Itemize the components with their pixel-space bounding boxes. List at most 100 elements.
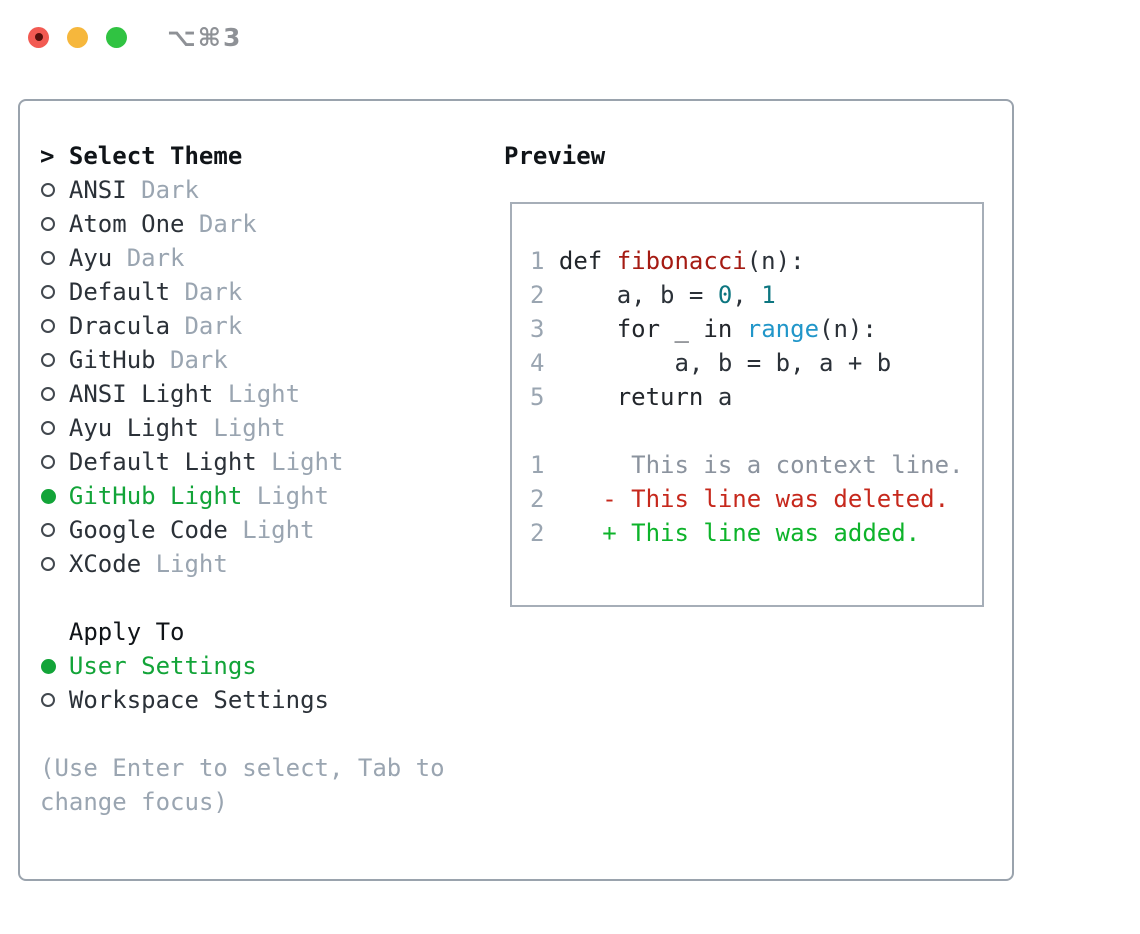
code-line: 2 a, b = 0, 1 (530, 278, 974, 312)
theme-option-label: XCode (68, 550, 142, 578)
token-plain: (n): (746, 247, 805, 275)
apply-to-header-label: Apply To (68, 618, 185, 646)
theme-variant-label: Light (213, 414, 286, 442)
token-number: 1 (761, 281, 776, 309)
close-button[interactable] (28, 26, 49, 48)
theme-option-label: Default Light (68, 448, 257, 476)
code-line: 5 return a (530, 380, 974, 414)
theme-option-label: Ayu Light (68, 414, 199, 442)
theme-option[interactable]: Default Dark (40, 275, 504, 309)
line-number: 4 (530, 349, 545, 377)
window-titlebar: ⌥⌘3 (0, 0, 1140, 74)
radio-selected-icon (41, 658, 56, 674)
code-content: def fibonacci(n): (559, 244, 805, 278)
focus-caret-icon: > (40, 142, 55, 170)
radio-unselected-icon (41, 455, 55, 469)
theme-option-label: GitHub (68, 346, 156, 374)
theme-option-label: Ayu (68, 244, 113, 272)
token-plain (559, 383, 617, 411)
token-plain: a, b = (558, 281, 718, 309)
theme-option[interactable]: ANSI Light Light (40, 377, 504, 411)
line-number (530, 414, 559, 448)
theme-variant-label: Dark (141, 176, 199, 204)
theme-variant-label: Light (242, 516, 315, 544)
radio-unselected-icon (41, 557, 55, 571)
minimize-button[interactable] (67, 26, 88, 48)
spacer (40, 717, 504, 751)
token-number: 0 (717, 281, 733, 309)
token-plain (732, 315, 746, 343)
token-context: This is a context line. (558, 451, 964, 479)
apply-to-option[interactable]: User Settings (40, 649, 504, 683)
code-content: return a (559, 380, 733, 414)
token-plain: (n): (819, 315, 877, 343)
radio-unselected-icon (41, 693, 55, 707)
code-line: 3 for _ in range(n): (530, 312, 974, 346)
help-text: (Use Enter to select, Tab to change focu… (40, 751, 504, 819)
line-number: 5 (530, 383, 545, 411)
line-number: 3 (530, 315, 545, 343)
token-plain: a, b = b, a + b (558, 349, 892, 377)
token-plain: _ (660, 315, 704, 343)
line-number: 2 (530, 519, 545, 547)
theme-variant-label: Dark (126, 244, 185, 272)
radio-unselected-icon (41, 251, 55, 265)
theme-variant-label: Light (256, 482, 329, 510)
token-builtin: range (746, 315, 820, 343)
token-plain: a (703, 383, 733, 411)
theme-variant-label: Light (271, 448, 344, 476)
radio-unselected-icon (41, 285, 55, 299)
token-keyword: def (558, 247, 617, 275)
theme-option[interactable]: Default Light Light (40, 445, 504, 479)
select-theme-header-label: Select Theme (68, 142, 243, 170)
code-content: This is a context line. (558, 448, 964, 482)
token-deletion: - This line was deleted. (558, 485, 950, 513)
code-content: a, b = b, a + b (559, 346, 891, 380)
theme-option[interactable]: ANSI Dark (40, 173, 504, 207)
token-plain (559, 315, 617, 343)
code-line: 2 - This line was deleted. (530, 482, 974, 516)
theme-option-label: Default (68, 278, 171, 306)
theme-variant-label: Dark (170, 346, 228, 374)
preview-header-label: Preview (504, 142, 606, 170)
radio-unselected-icon (41, 183, 55, 197)
zoom-button[interactable] (106, 26, 127, 48)
code-line: 1 This is a context line. (530, 448, 974, 482)
theme-picker-panel: > Select Theme ANSI Dark Atom One Dark A… (18, 99, 1014, 881)
apply-to-option[interactable]: Workspace Settings (40, 683, 504, 717)
apply-to-option-label: User Settings (68, 652, 257, 680)
token-title: fibonacci (616, 247, 747, 275)
theme-option[interactable]: GitHub Dark (40, 343, 504, 377)
code-block: 1 def fibonacci(n): 2 a, b = 0, 1 3 for … (530, 244, 974, 550)
theme-option[interactable]: Atom One Dark (40, 207, 504, 241)
preview-box: 1 def fibonacci(n): 2 a, b = 0, 1 3 for … (510, 202, 984, 607)
line-number: 1 (530, 247, 545, 275)
theme-option[interactable]: GitHub Light Light (40, 479, 504, 513)
radio-unselected-icon (41, 217, 55, 231)
line-number: 2 (530, 485, 545, 513)
theme-option[interactable]: Ayu Dark (40, 241, 504, 275)
theme-option[interactable]: XCode Light (40, 547, 504, 581)
radio-unselected-icon (41, 319, 55, 333)
token-keyword: in (703, 315, 733, 343)
line-number: 1 (530, 451, 545, 479)
theme-option-label: ANSI (68, 176, 127, 204)
theme-variant-label: Dark (184, 278, 243, 306)
theme-option-label: ANSI Light (68, 380, 214, 408)
theme-list-column: > Select Theme ANSI Dark Atom One Dark A… (40, 139, 504, 879)
theme-option[interactable]: Google Code Light (40, 513, 504, 547)
theme-list: ANSI Dark Atom One Dark Ayu Dark Default… (40, 173, 504, 581)
apply-to-list: User Settings Workspace Settings (40, 649, 504, 717)
theme-option[interactable]: Ayu Light Light (40, 411, 504, 445)
theme-option[interactable]: Dracula Dark (40, 309, 504, 343)
theme-option-label: Atom One (68, 210, 185, 238)
code-line (530, 414, 974, 448)
radio-unselected-icon (41, 523, 55, 537)
code-content: - This line was deleted. (559, 482, 949, 516)
code-content: + This line was added. (559, 516, 920, 550)
code-content: for _ in range(n): (559, 312, 877, 346)
theme-option-label: Google Code (68, 516, 228, 544)
token-plain: , (732, 281, 762, 309)
theme-variant-label: Light (155, 550, 228, 578)
